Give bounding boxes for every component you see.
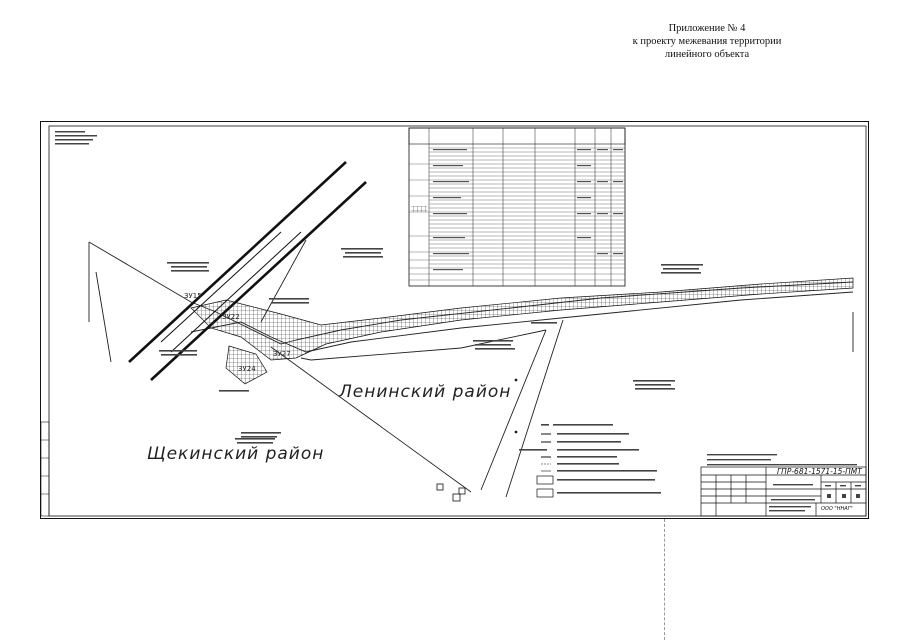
legend: [519, 424, 661, 498]
site-plan-drawing: [41, 125, 867, 517]
title-block: [700, 466, 867, 517]
drawing-sheet: ЗУ15 ЗУ22 ЗУ27 ЗУ24 Ленинский район Щеки…: [40, 121, 869, 519]
appendix-caption: Приложение № 4 к проекту межевания терри…: [597, 22, 817, 61]
appendix-subtitle-2: линейного объекта: [664, 49, 750, 60]
appendix-title: Приложение № 4: [668, 23, 746, 34]
top-left-notes: [55, 131, 97, 145]
point-label-zu15: ЗУ15: [184, 292, 202, 300]
appendix-subtitle-1: к проекту межевания территории: [632, 36, 782, 47]
land-table: [408, 127, 626, 287]
document-code: ГПР-681-1571-15-ПМТ: [777, 467, 862, 476]
district-shchekinsky: Щекинский район: [147, 444, 325, 464]
vertical-divider: [664, 519, 666, 640]
binding-strip: [41, 421, 50, 517]
company-name: ООО "ННАГ": [821, 506, 853, 512]
route-corridor: [190, 277, 854, 361]
point-label-zu22: ЗУ22: [222, 313, 240, 321]
district-leninsky: Ленинский район: [339, 382, 512, 402]
inner-frame: [48, 125, 867, 517]
railway-lines: [128, 161, 367, 381]
point-label-zu24: ЗУ24: [238, 365, 256, 373]
point-label-zu27: ЗУ27: [273, 350, 291, 358]
